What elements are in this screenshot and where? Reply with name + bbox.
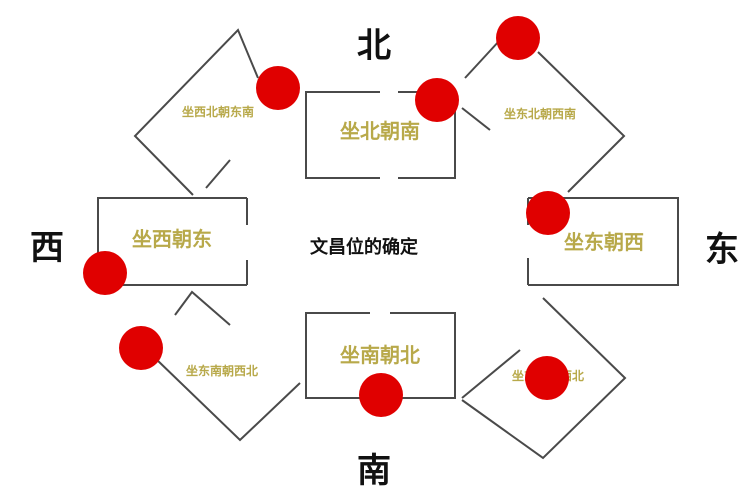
room-southwest xyxy=(154,290,301,442)
room-northeast xyxy=(461,39,626,193)
marker-south xyxy=(359,373,403,417)
direction-north: 北 xyxy=(357,26,391,66)
room-northwest xyxy=(133,28,259,196)
room-label-southwest: 坐东南朝西北 xyxy=(186,363,258,378)
marker-southeast xyxy=(525,356,569,400)
room-label-west: 坐西朝东 xyxy=(132,227,212,251)
direction-south: 南 xyxy=(357,451,391,491)
marker-north xyxy=(415,78,459,122)
room-label-northwest: 坐西北朝东南 xyxy=(182,104,254,119)
wenchang-markers xyxy=(83,16,570,417)
direction-west: 西 xyxy=(30,228,64,268)
room-label-northeast: 坐东北朝西南 xyxy=(504,106,576,121)
marker-northwest xyxy=(256,66,300,110)
direction-east: 东 xyxy=(705,230,739,270)
room-west xyxy=(97,197,248,286)
marker-west xyxy=(83,251,127,295)
marker-northeast-top xyxy=(496,16,540,60)
center-title: 文昌位的确定 xyxy=(310,237,418,258)
room-southeast xyxy=(461,297,627,460)
room-label-north: 坐北朝南 xyxy=(340,119,420,143)
room-label-south: 坐南朝北 xyxy=(340,343,420,367)
room-label-east: 坐东朝西 xyxy=(564,230,644,254)
marker-east xyxy=(526,191,570,235)
marker-southwest xyxy=(119,326,163,370)
room-south xyxy=(305,312,456,399)
